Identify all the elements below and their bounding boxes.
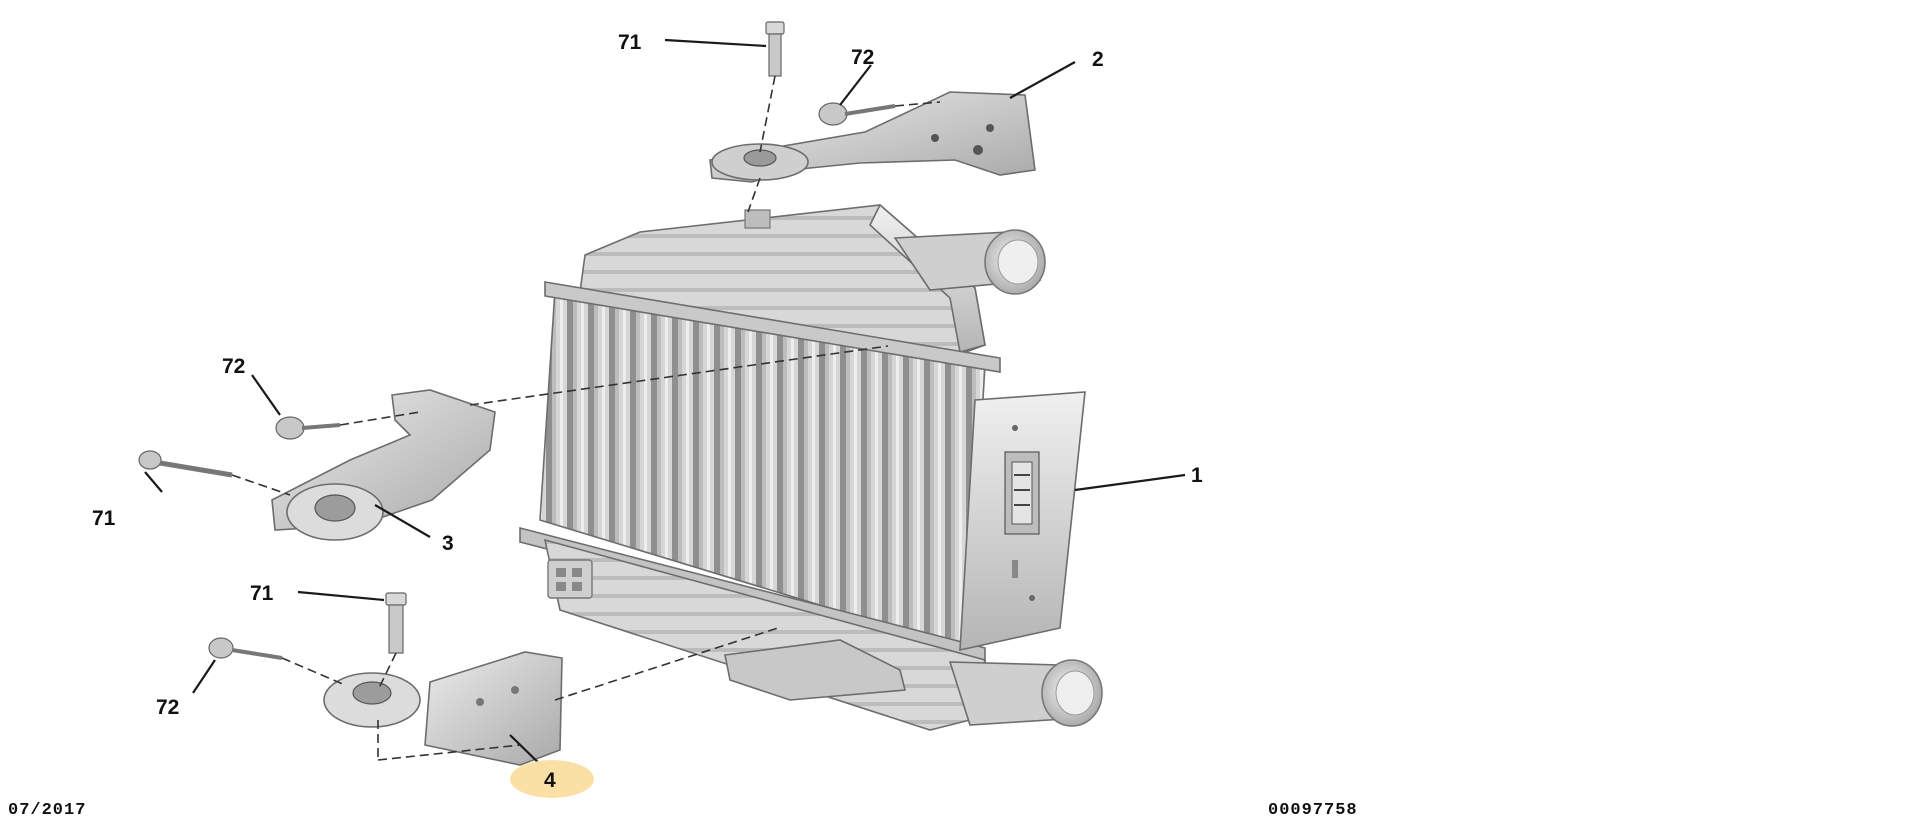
intercooler-core [519,203,1103,731]
callout-part-2: 2 [1092,48,1104,71]
lower-bracket [323,651,563,766]
end-plate [959,391,1086,652]
bolt-72-bottom [208,637,283,660]
side-bracket [271,389,496,541]
screw-71-left [138,450,233,478]
leader-lines [144,38,1186,773]
lower-outlet-pipe [948,659,1103,727]
screw-71-top [765,21,785,77]
callout-part-4: 4 [544,769,556,792]
bolt-72-top [818,102,896,126]
footer-reference: 00097758 [1268,801,1358,820]
callout-screw-71-bottom: 71 [250,582,274,605]
screw-71-bottom [385,592,407,654]
connector-block [547,559,593,599]
footer-date: 07/2017 [8,801,86,820]
callout-bolt-72-top: 72 [851,46,874,69]
upper-inlet-pipe [893,229,1046,295]
callout-bolt-72-left: 72 [222,355,245,378]
upper-bracket [709,91,1036,229]
callout-part-3: 3 [442,532,454,555]
callout-screw-71-top: 71 [618,31,642,54]
callout-screw-71-left: 71 [92,507,116,530]
callout-4-highlight [510,760,594,798]
callout-bolt-72-bottom: 72 [156,696,179,719]
bolt-72-left [275,416,341,440]
assembly-lines [231,75,941,761]
callout-part-1: 1 [1191,464,1203,487]
